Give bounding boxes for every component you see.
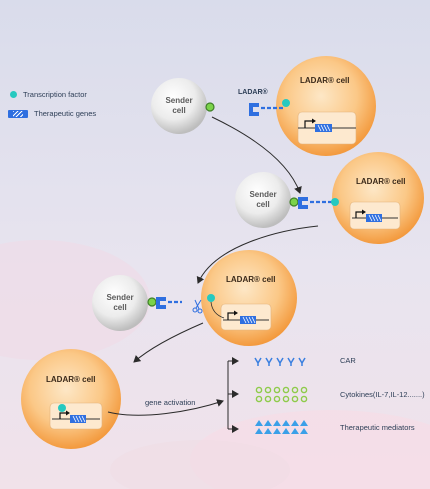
ligand-icon: [147, 297, 157, 307]
transcription-factor-icon: [10, 91, 17, 98]
ligand-icon: [205, 102, 215, 112]
gene-activation-label: gene activation: [145, 398, 196, 407]
gene-icon: [366, 214, 382, 222]
sender-label-line1: Sender: [106, 293, 134, 302]
ladar-cell-title: LADAR® cell: [226, 275, 276, 284]
gene-icon: [240, 316, 256, 324]
sender-label-line2: cell: [113, 303, 127, 312]
sender-cell: [151, 78, 207, 134]
sender-cell-label: Sender cell: [244, 190, 282, 210]
ladar-receptor-label: LADAR®: [238, 89, 268, 96]
ladar-cell: [201, 250, 297, 346]
ladar-cell: [21, 349, 121, 449]
ladar-cell-title: LADAR® cell: [356, 177, 406, 186]
ligand-icon: [289, 197, 299, 207]
mediator-icon: [255, 420, 308, 434]
transcription-factor-icon: [58, 404, 66, 412]
ladar-cell-title: LADAR® cell: [46, 375, 96, 384]
transcription-factor-icon: [207, 294, 215, 302]
receptor-icon: [156, 297, 166, 309]
receptor-icon: [249, 103, 259, 116]
gene-icon: [8, 109, 28, 118]
legend-therapeutic-genes: Therapeutic genes: [8, 109, 96, 118]
output-car-label: CAR: [340, 356, 356, 365]
car-icon: [254, 357, 306, 366]
ladar-cell: [332, 152, 424, 244]
output-cytokines-label: Cytokines(IL-7,IL-12.......): [340, 390, 425, 399]
receptor-icon: [298, 197, 308, 209]
sender-label-line2: cell: [172, 106, 186, 115]
sender-cell: [235, 172, 291, 228]
sender-cell-label: Sender cell: [101, 293, 139, 313]
sender-label-line1: Sender: [249, 190, 277, 199]
sender-label-line2: cell: [256, 200, 270, 209]
scissors-icon: [192, 299, 203, 314]
cytokine-icon: [255, 386, 308, 403]
legend-label: Therapeutic genes: [34, 109, 97, 118]
sender-cell: [92, 275, 148, 331]
gene-icon: [315, 124, 332, 132]
sender-cell-label: Sender cell: [160, 96, 198, 116]
sender-label-line1: Sender: [165, 96, 193, 105]
output-mediators-label: Therapeutic mediators: [340, 423, 415, 432]
transcription-factor-icon: [282, 99, 290, 107]
transcription-factor-icon: [331, 198, 339, 206]
ladar-cell-title: LADAR® cell: [300, 76, 350, 85]
legend-transcription-factor: Transcription factor: [10, 90, 87, 99]
gene-icon: [70, 415, 86, 423]
legend-label: Transcription factor: [23, 90, 87, 99]
